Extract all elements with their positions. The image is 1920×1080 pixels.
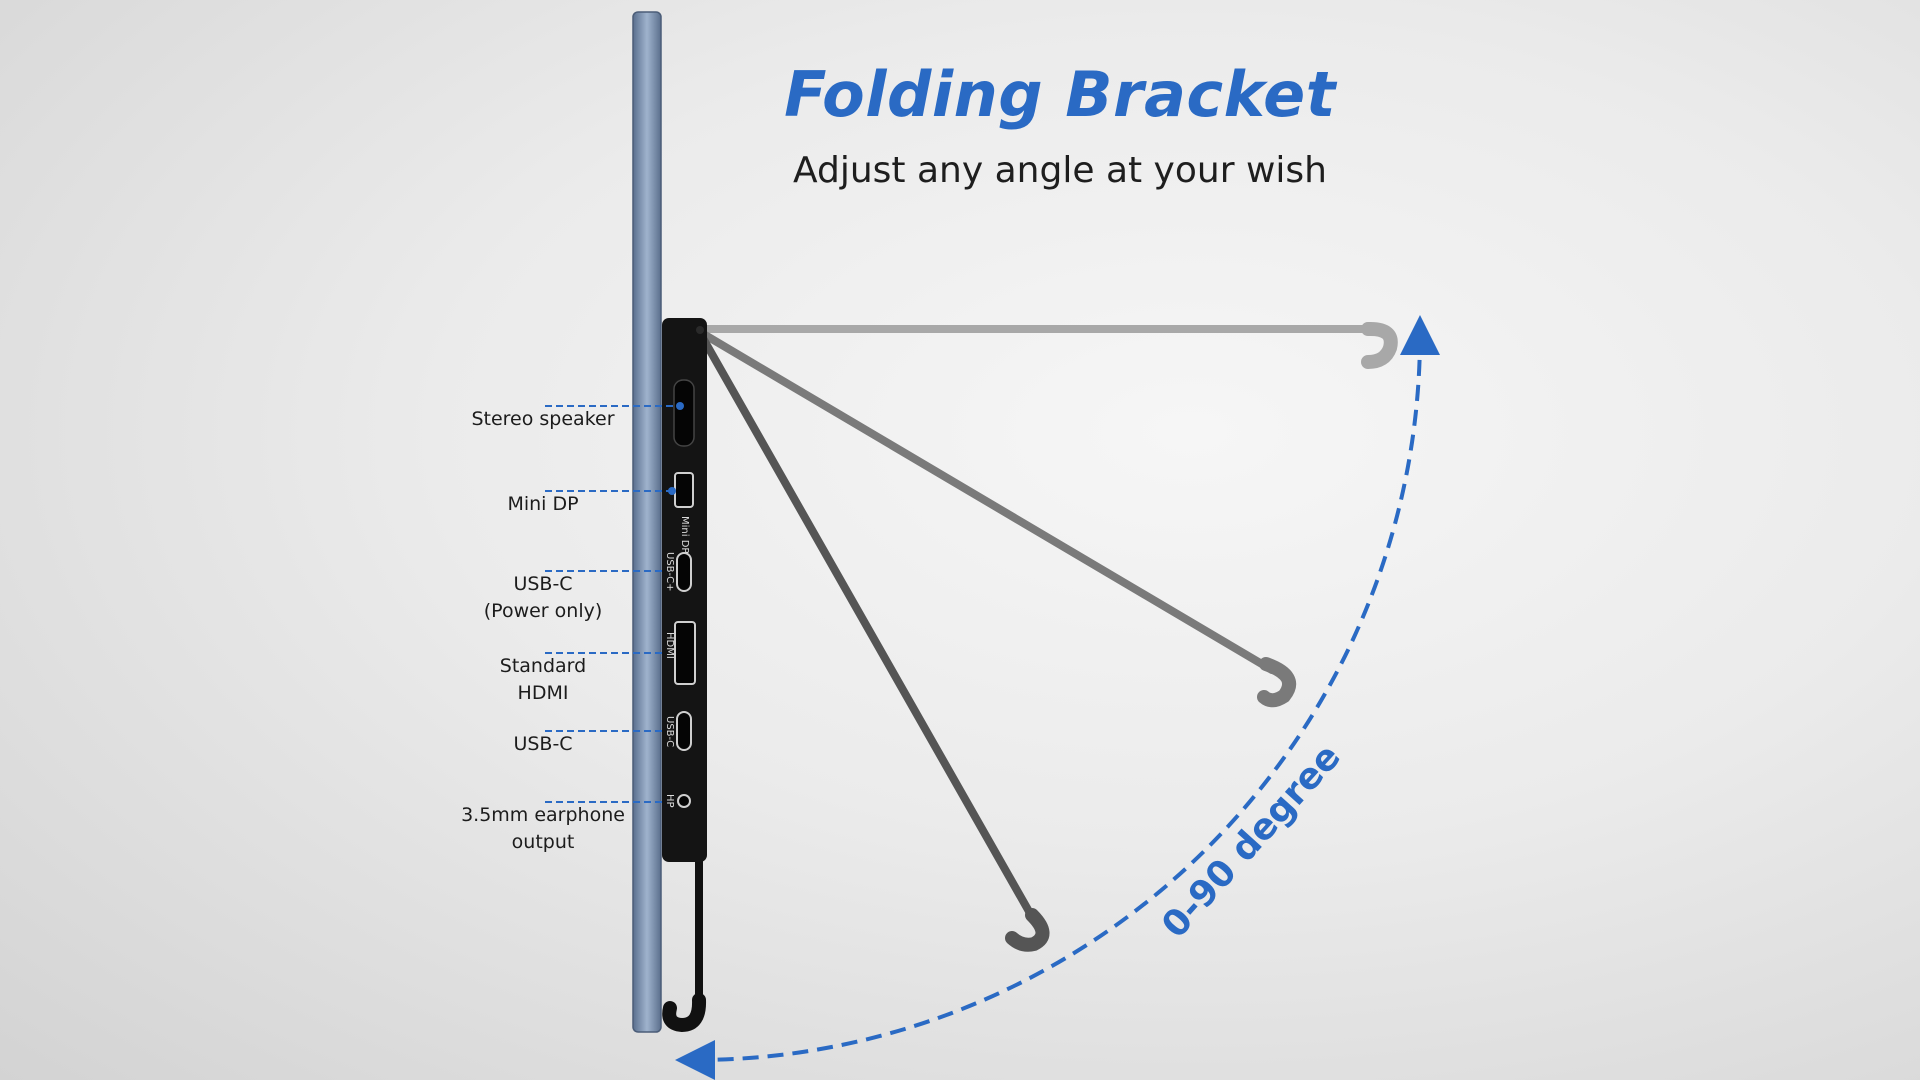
label-usbc: USB-C [423, 731, 663, 758]
earphone-jack [677, 794, 691, 808]
marking-usbc-power: USB-C+ [664, 552, 675, 592]
leader-dot-mini-dp [668, 487, 676, 495]
label-usbc-power-subtext: (Power only) [483, 600, 603, 622]
speaker-grille [673, 379, 695, 447]
bracket-position-60 [696, 329, 1050, 952]
label-stereo-speaker-text: Stereo speaker [471, 408, 615, 430]
mini-dp-port [674, 472, 694, 508]
bracket-position-90 [662, 846, 707, 1033]
label-standard-hdmi-text: Standard [499, 655, 587, 677]
label-mini-dp-text: Mini DP [507, 493, 579, 515]
hdmi-port [674, 621, 696, 685]
label-usbc-power: USB-C (Power only) [423, 571, 663, 625]
usbc-power-port [676, 552, 692, 592]
marking-hp: HP [664, 794, 675, 808]
label-usbc-text: USB-C [513, 733, 573, 755]
marking-mini-dp: Mini DP [679, 516, 690, 553]
page-title: Folding Bracket [784, 58, 1336, 131]
marking-usbc: USB-C [664, 716, 675, 747]
angle-label: 0-90 degree [1154, 736, 1349, 946]
label-earphone-subtext: output [511, 831, 575, 853]
label-usbc-power-text: USB-C [513, 573, 573, 595]
hinge-pivot [696, 326, 704, 334]
page-subtitle: Adjust any angle at your wish [793, 150, 1327, 191]
label-earphone: 3.5mm earphone output [423, 802, 663, 856]
label-earphone-text: 3.5mm earphone [461, 804, 625, 826]
label-standard-hdmi: Standard HDMI [423, 653, 663, 707]
label-standard-hdmi-subtext: HDMI [517, 682, 569, 704]
usbc-port [676, 711, 692, 751]
label-stereo-speaker: Stereo speaker [423, 406, 663, 433]
leader-dot-speaker [676, 402, 684, 410]
bracket-position-0 [696, 321, 1398, 369]
bracket-position-30 [696, 328, 1296, 708]
monitor-side-edge [632, 11, 662, 1033]
marking-hdmi: HDMI [664, 632, 675, 659]
label-mini-dp: Mini DP [423, 491, 663, 518]
angle-arc [675, 315, 1440, 1080]
